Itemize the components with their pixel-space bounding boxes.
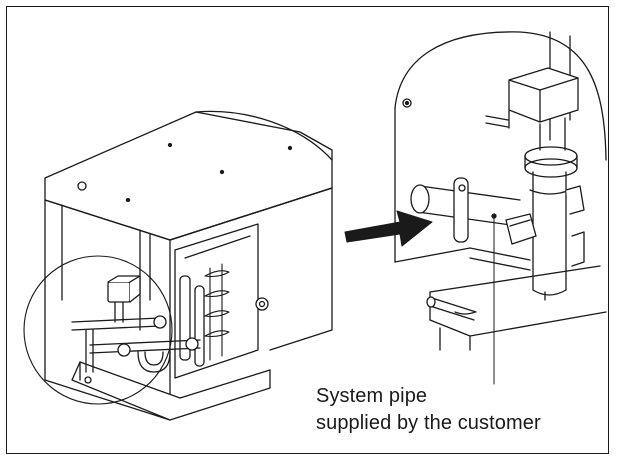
callout-line-2: supplied by the customer	[316, 412, 541, 434]
unit-housing-icon	[23, 110, 333, 421]
direction-arrow-icon	[344, 210, 433, 247]
valve-detail-icon	[394, 31, 607, 385]
callout-line-1: System pipe	[316, 385, 428, 407]
system-pipe-callout: System pipe supplied by the customer	[316, 383, 596, 437]
